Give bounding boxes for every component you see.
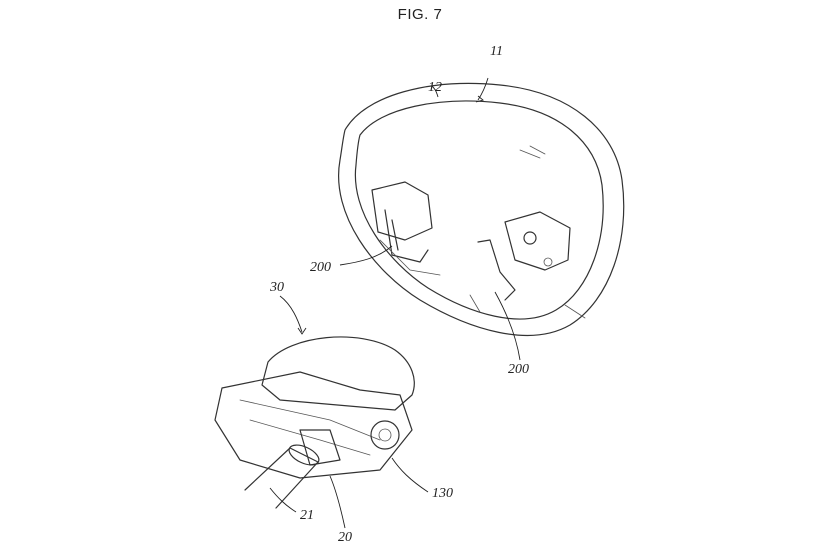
steering-shaft <box>244 444 320 509</box>
reference-label-11: 11 <box>490 44 503 59</box>
right-spoke-mount <box>477 211 571 301</box>
reference-label-30: 30 <box>270 280 284 295</box>
reference-label-21: 21 <box>300 508 314 523</box>
reference-label-12: 12 <box>428 80 442 95</box>
reference-label-200-right: 200 <box>508 362 529 377</box>
figure-title: FIG. 7 <box>397 6 443 23</box>
reference-label-20: 20 <box>338 530 352 545</box>
airbag-module <box>214 336 415 479</box>
reference-label-200-left: 200 <box>310 260 331 275</box>
left-spoke-mount <box>371 181 441 276</box>
steering-wheel-rim <box>338 82 625 337</box>
leader-lines <box>269 77 521 529</box>
reference-label-130: 130 <box>432 486 453 501</box>
